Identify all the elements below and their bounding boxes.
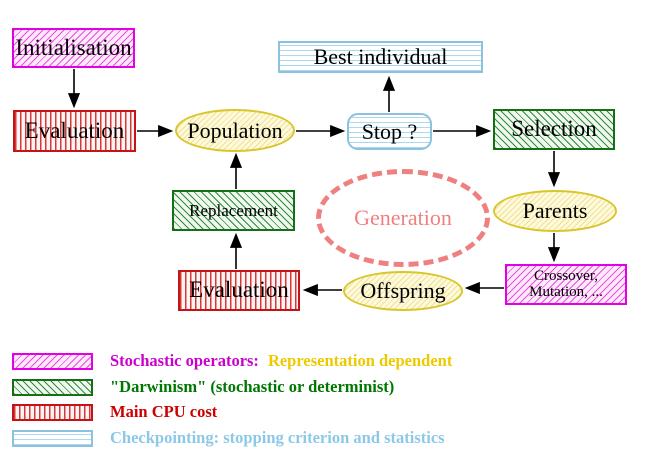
node-parents: Parents bbox=[493, 190, 617, 232]
node-crossover-line2: Mutation, ... bbox=[529, 283, 603, 300]
node-evaluation-bottom: Evaluation bbox=[178, 270, 300, 311]
node-replacement: Replacement bbox=[172, 190, 295, 231]
node-replacement-label: Replacement bbox=[189, 200, 278, 220]
node-best-individual-label: Best individual bbox=[313, 44, 448, 70]
node-offspring: Offspring bbox=[343, 271, 463, 311]
legend-item-darwinism: "Darwinism" (stochastic or determinist) bbox=[12, 377, 394, 397]
legend-label-main-cpu-cost: Main CPU cost bbox=[110, 402, 218, 421]
node-offspring-label: Offspring bbox=[360, 278, 446, 304]
node-crossover-line1: Crossover, bbox=[534, 267, 598, 284]
node-evaluation-top-label: Evaluation bbox=[24, 117, 125, 143]
node-stop: Stop ? bbox=[347, 113, 432, 150]
node-selection-label: Selection bbox=[511, 116, 597, 142]
legend-label-darwinism: "Darwinism" (stochastic or determinist) bbox=[110, 377, 395, 396]
node-parents-label: Parents bbox=[522, 198, 588, 224]
legend-swatch-stochastic-operators bbox=[12, 352, 93, 370]
legend-label-checkpointing: Checkpointing: stopping criterion and st… bbox=[110, 428, 445, 447]
legend-item-main-cpu-cost: Main CPU cost bbox=[12, 402, 217, 422]
node-evaluation-bottom-label: Evaluation bbox=[189, 277, 289, 303]
legend-swatch-darwinism bbox=[12, 378, 93, 396]
legend-item-checkpointing: Checkpointing: stopping criterion and st… bbox=[12, 428, 445, 448]
node-population: Population bbox=[175, 109, 295, 152]
node-best-individual: Best individual bbox=[278, 41, 483, 73]
node-population-label: Population bbox=[187, 117, 283, 143]
node-generation-label: Generation bbox=[354, 205, 452, 230]
node-stop-label: Stop ? bbox=[361, 118, 418, 144]
node-initialisation: Initialisation bbox=[12, 28, 135, 68]
node-initialisation-label: Initialisation bbox=[15, 34, 132, 60]
legend-label-representation-dependent: Representation dependent bbox=[267, 351, 453, 370]
node-generation: Generation bbox=[316, 169, 490, 267]
legend-swatch-checkpointing bbox=[12, 429, 93, 447]
node-crossover-mutation: Crossover, Mutation, ... bbox=[505, 264, 627, 305]
legend-swatch-main-cpu-cost bbox=[12, 403, 93, 421]
legend-label-stochastic-operators: Stochastic operators: bbox=[110, 351, 259, 370]
node-selection: Selection bbox=[493, 109, 615, 150]
legend-item-stochastic-operators: Stochastic operators: Representation dep… bbox=[12, 351, 452, 371]
node-evaluation-top: Evaluation bbox=[13, 110, 136, 152]
